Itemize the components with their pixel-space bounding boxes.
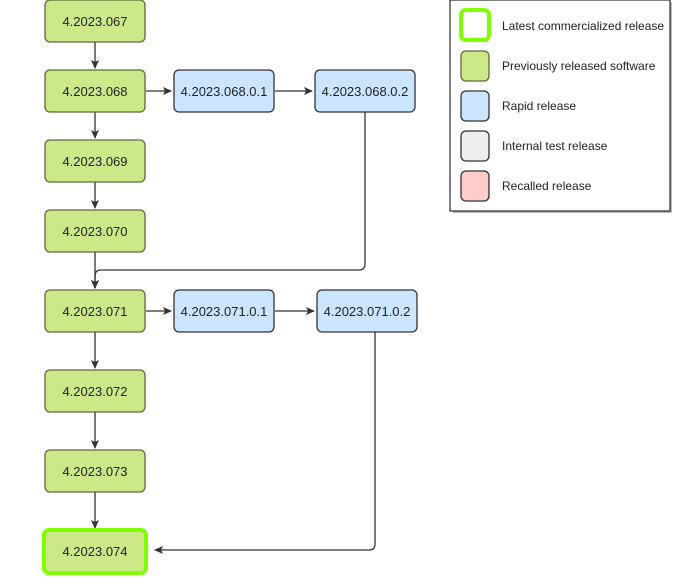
legend-item-rapid: Rapid release: [460, 90, 576, 122]
legend-label-internal: Internal test release: [502, 139, 608, 153]
node-label: 4.2023.072: [62, 384, 127, 399]
node-4-2023-071[interactable]: 4.2023.071: [44, 289, 146, 333]
node-label: 4.2023.069: [62, 154, 127, 169]
node-4-2023-068[interactable]: 4.2023.068: [44, 69, 146, 113]
edges: [91, 42, 376, 554]
node-label: 4.2023.067: [62, 14, 127, 29]
node-label: 4.2023.070: [62, 224, 127, 239]
node-label: 4.2023.071.0.1: [181, 304, 268, 319]
node-4-2023-070[interactable]: 4.2023.070: [44, 209, 146, 253]
edge-071-2-074: [154, 332, 376, 554]
legend-swatch-latest: [459, 8, 491, 42]
legend-swatch-internal: [460, 130, 490, 162]
legend-item-latest: Latest commercialized release: [459, 8, 664, 42]
node-4-2023-073[interactable]: 4.2023.073: [44, 449, 146, 493]
node-4-2023-072[interactable]: 4.2023.072: [44, 369, 146, 413]
node-4-2023-069[interactable]: 4.2023.069: [44, 139, 146, 183]
node-4-2023-067[interactable]: 4.2023.067: [44, 0, 146, 43]
legend-swatch-rapid: [460, 90, 490, 122]
node-4-2023-074[interactable]: 4.2023.074: [42, 528, 148, 575]
legend-label-latest: Latest commercialized release: [502, 19, 664, 33]
legend-swatch-previous: [460, 50, 490, 82]
node-label: 4.2023.073: [62, 464, 127, 479]
node-4-2023-068-0-1[interactable]: 4.2023.068.0.1: [173, 69, 275, 113]
node-label: 4.2023.068.0.2: [322, 84, 409, 99]
node-label: 4.2023.068: [62, 84, 127, 99]
legend: Latest commercialized release Previously…: [449, 0, 672, 213]
legend-label-previous: Previously released software: [502, 59, 656, 73]
node-label: 4.2023.074: [62, 544, 127, 559]
legend-label-recalled: Recalled release: [502, 179, 592, 193]
legend-label-rapid: Rapid release: [502, 99, 576, 113]
legend-item-internal: Internal test release: [460, 130, 608, 162]
node-4-2023-071-0-2[interactable]: 4.2023.071.0.2: [316, 289, 418, 333]
legend-swatch-recalled: [460, 170, 490, 202]
node-label: 4.2023.071.0.2: [324, 304, 411, 319]
node-label: 4.2023.068.0.1: [181, 84, 268, 99]
legend-item-previous: Previously released software: [460, 50, 656, 82]
node-4-2023-071-0-1[interactable]: 4.2023.071.0.1: [173, 289, 275, 333]
edge-068-2-071: [91, 112, 366, 289]
node-4-2023-068-0-2[interactable]: 4.2023.068.0.2: [314, 69, 416, 113]
legend-item-recalled: Recalled release: [460, 170, 592, 202]
node-label: 4.2023.071: [62, 304, 127, 319]
